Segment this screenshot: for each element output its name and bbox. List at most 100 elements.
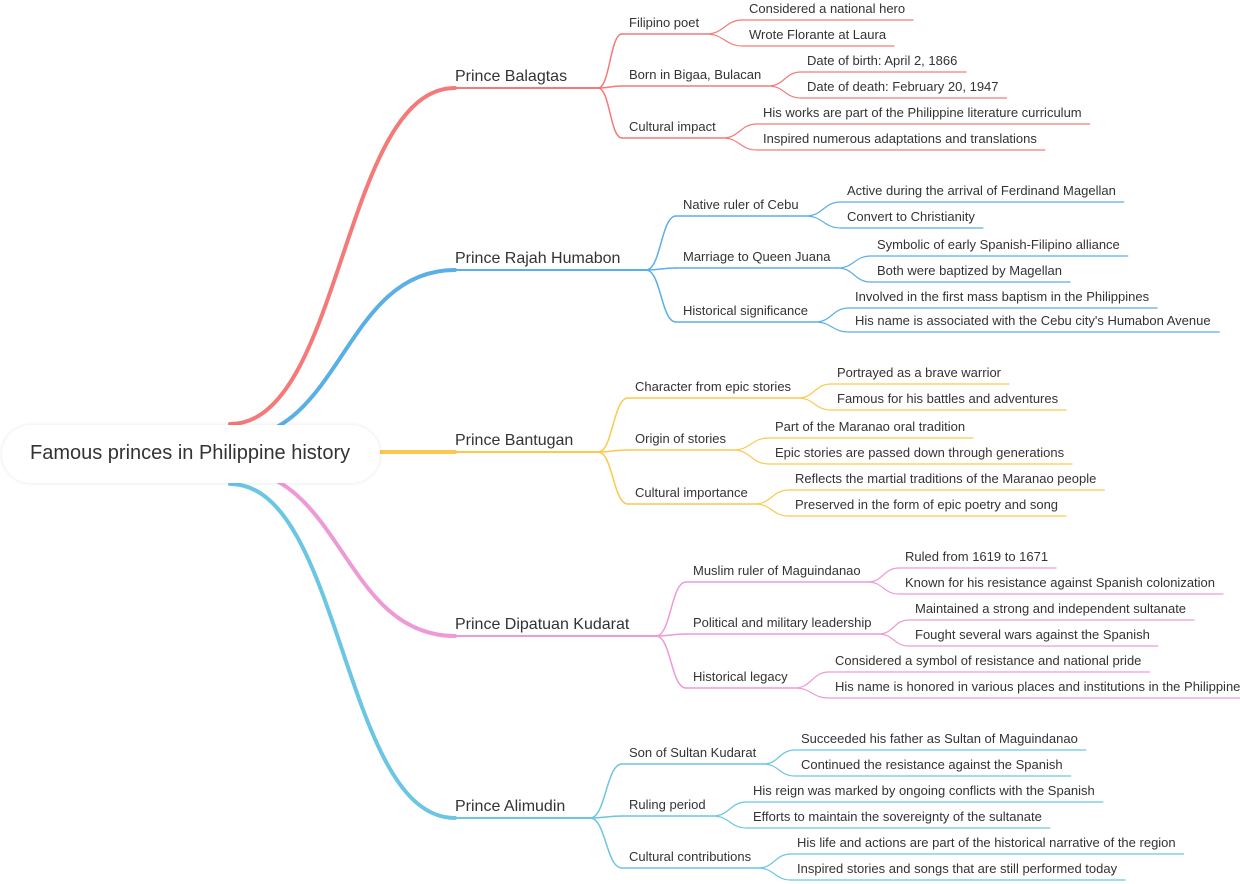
leaf-label-2-2-1[interactable]: Symbolic of early Spanish-Filipino allia…	[877, 237, 1120, 252]
leaf-label-2-3-2[interactable]: His name is associated with the Cebu cit…	[855, 313, 1211, 328]
leaf-link-1-3-2	[722, 137, 758, 151]
sub-link-5-3	[589, 817, 623, 869]
leaf-label-2-1-2[interactable]: Convert to Christianity	[847, 209, 975, 224]
leaf-label-3-2-2[interactable]: Epic stories are passed down through gen…	[775, 445, 1065, 460]
leaf-label-1-1-2[interactable]: Wrote Florante at Laura	[749, 27, 887, 42]
sub-link-5-2	[589, 815, 623, 819]
branch-link-1	[228, 86, 457, 426]
leaf-label-1-2-1[interactable]: Date of birth: April 2, 1866	[807, 53, 958, 68]
leaf-link-3-3-1	[754, 489, 790, 505]
sub-label-5-2[interactable]: Ruling period	[629, 797, 706, 812]
leaf-label-3-1-1[interactable]: Portrayed as a brave warrior	[837, 365, 1002, 380]
leaf-link-3-1-1	[797, 383, 832, 399]
leaf-link-1-1-1	[705, 19, 744, 35]
root-node[interactable]	[2, 425, 380, 483]
sub-link-4-3	[655, 635, 687, 689]
leaf-link-3-1-2	[797, 397, 832, 411]
leaf-link-4-1-2	[867, 581, 900, 595]
sub-label-4-3[interactable]: Historical legacy	[693, 669, 788, 684]
sub-link-1-1	[597, 33, 623, 89]
leaf-link-4-1-1	[867, 567, 900, 583]
leaf-link-5-2-2	[712, 815, 748, 829]
sub-link-3-2	[597, 449, 629, 453]
leaf-label-4-1-2[interactable]: Known for his resistance against Spanish…	[905, 575, 1216, 590]
leaf-label-1-3-1[interactable]: His works are part of the Philippine lit…	[763, 105, 1082, 120]
sub-link-2-3	[645, 269, 677, 323]
sub-link-1-2	[597, 85, 623, 89]
leaf-link-2-3-1	[814, 307, 850, 323]
branch-link-5	[228, 482, 457, 820]
leaf-link-3-2-2	[732, 449, 770, 465]
sub-label-2-2[interactable]: Marriage to Queen Juana	[683, 249, 831, 264]
leaf-link-1-3-1	[722, 123, 758, 139]
sub-label-1-3[interactable]: Cultural impact	[629, 119, 716, 134]
leaf-label-5-1-2[interactable]: Continued the resistance against the Spa…	[801, 757, 1063, 772]
leaf-label-5-3-1[interactable]: His life and actions are part of the his…	[797, 835, 1176, 850]
sub-label-1-1[interactable]: Filipino poet	[629, 15, 700, 30]
leaf-link-1-2-2	[767, 85, 802, 99]
leaf-label-5-2-1[interactable]: His reign was marked by ongoing conflict…	[753, 783, 1095, 798]
sub-label-3-1[interactable]: Character from epic stories	[635, 379, 792, 394]
leaf-label-4-2-1[interactable]: Maintained a strong and independent sult…	[915, 601, 1187, 616]
leaf-label-3-2-1[interactable]: Part of the Maranao oral tradition	[775, 419, 966, 434]
branch-label-1[interactable]: Prince Balagtas	[455, 68, 568, 85]
leaf-link-5-3-1	[757, 853, 792, 869]
leaf-link-3-3-2	[754, 503, 790, 517]
sub-label-5-3[interactable]: Cultural contributions	[629, 849, 752, 864]
leaf-link-2-1-2	[805, 215, 842, 229]
leaf-label-2-1-1[interactable]: Active during the arrival of Ferdinand M…	[847, 183, 1116, 198]
leaf-label-3-1-2[interactable]: Famous for his battles and adventures	[837, 391, 1059, 406]
branch-label-3[interactable]: Prince Bantugan	[455, 432, 574, 449]
sub-link-2-1	[645, 215, 677, 271]
sub-link-1-3	[597, 87, 623, 139]
leaf-link-2-3-2	[814, 321, 850, 333]
leaf-label-3-3-2[interactable]: Preserved in the form of epic poetry and…	[795, 497, 1059, 512]
leaf-label-1-2-2[interactable]: Date of death: February 20, 1947	[807, 79, 999, 94]
leaf-link-1-2-1	[767, 71, 802, 87]
leaf-link-4-3-1	[794, 671, 830, 689]
sub-label-3-3[interactable]: Cultural importance	[635, 485, 748, 500]
leaf-link-4-2-1	[877, 619, 910, 635]
leaf-link-5-3-2	[757, 867, 792, 881]
sub-link-2-2	[645, 267, 677, 271]
branch-label-2[interactable]: Prince Rajah Humabon	[455, 250, 621, 267]
leaf-link-5-1-1	[762, 749, 796, 765]
sub-label-1-2[interactable]: Born in Bigaa, Bulacan	[629, 67, 762, 82]
sub-link-4-1	[655, 581, 687, 637]
branch-label-5[interactable]: Prince Alimudin	[455, 798, 566, 815]
sub-label-2-3[interactable]: Historical significance	[683, 303, 808, 318]
leaf-link-2-2-1	[836, 255, 872, 269]
leaf-label-4-1-1[interactable]: Ruled from 1619 to 1671	[905, 549, 1049, 564]
leaf-label-5-3-2[interactable]: Inspired stories and songs that are stil…	[797, 861, 1118, 876]
sub-label-4-1[interactable]: Muslim ruler of Maguindanao	[693, 563, 861, 578]
leaf-link-5-1-2	[762, 763, 796, 777]
leaf-label-4-3-2[interactable]: His name is honored in various places an…	[835, 679, 1240, 694]
leaf-label-1-3-2[interactable]: Inspired numerous adaptations and transl…	[763, 131, 1037, 146]
sub-label-2-1[interactable]: Native ruler of Cebu	[683, 197, 799, 212]
leaf-label-4-2-2[interactable]: Fought several wars against the Spanish	[915, 627, 1150, 642]
leaf-link-3-2-1	[732, 437, 770, 451]
sub-link-4-2	[655, 633, 687, 637]
leaf-label-2-3-1[interactable]: Involved in the first mass baptism in th…	[855, 289, 1150, 304]
leaf-label-1-1-1[interactable]: Considered a national hero	[749, 1, 906, 16]
leaf-label-4-3-1[interactable]: Considered a symbol of resistance and na…	[835, 653, 1142, 668]
sub-link-5-1	[589, 763, 623, 819]
leaf-label-5-2-2[interactable]: Efforts to maintain the sovereignty of t…	[753, 809, 1042, 824]
leaf-link-4-3-2	[794, 687, 830, 699]
leaf-link-4-2-2	[877, 633, 910, 647]
leaf-label-5-1-1[interactable]: Succeeded his father as Sultan of Maguin…	[801, 731, 1078, 746]
branch-label-4[interactable]: Prince Dipatuan Kudarat	[455, 616, 630, 633]
leaf-label-2-2-2[interactable]: Both were baptized by Magellan	[877, 263, 1063, 278]
leaf-label-3-3-1[interactable]: Reflects the martial traditions of the M…	[795, 471, 1097, 486]
sub-label-4-2[interactable]: Political and military leadership	[693, 615, 872, 630]
leaf-link-5-2-1	[712, 801, 748, 817]
root-node-label: Famous princes in Philippine history	[30, 442, 351, 464]
sub-link-3-3	[597, 451, 629, 505]
leaf-link-1-1-2	[705, 33, 744, 47]
sub-label-5-1[interactable]: Son of Sultan Kudarat	[629, 745, 757, 760]
sub-link-3-1	[597, 397, 629, 453]
sub-label-3-2[interactable]: Origin of stories	[635, 431, 727, 446]
leaf-link-2-1-1	[805, 201, 842, 217]
